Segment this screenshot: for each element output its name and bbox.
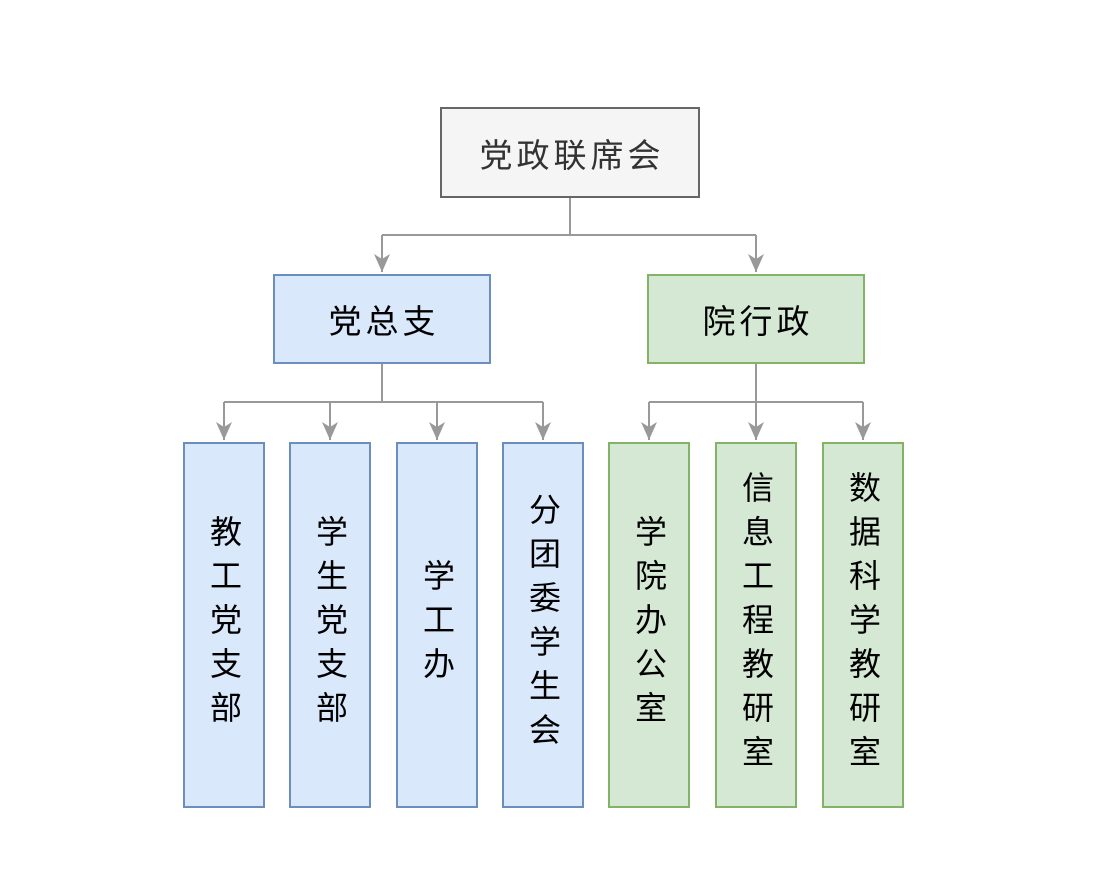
node-college-office-label: 学院办公室 (631, 515, 667, 735)
node-party-general-branch-label: 党总支 (328, 303, 440, 340)
node-party-general-branch: 党总支 (273, 274, 491, 364)
node-student-party-branch: 学生党支部 (289, 442, 371, 808)
node-college-administration-label: 院行政 (702, 303, 814, 340)
node-student-affairs-office-label: 学工办 (419, 559, 455, 691)
node-joint-conference: 党政联席会 (440, 107, 700, 198)
node-student-affairs-office: 学工办 (396, 442, 478, 808)
node-info-engineering-teaching-office-label: 信息工程教研室 (738, 471, 774, 779)
node-youth-league-student-union-label: 分团委学生会 (525, 493, 561, 757)
node-college-administration: 院行政 (647, 274, 865, 364)
node-college-office: 学院办公室 (608, 442, 690, 808)
node-faculty-party-branch: 教工党支部 (183, 442, 265, 808)
node-faculty-party-branch-label: 教工党支部 (206, 515, 242, 735)
node-youth-league-student-union: 分团委学生会 (502, 442, 584, 808)
connector-group (216, 198, 871, 440)
node-joint-conference-label: 党政联席会 (479, 136, 665, 174)
node-data-science-teaching-office: 数据科学教研室 (822, 442, 904, 808)
node-data-science-teaching-office-label: 数据科学教研室 (845, 471, 881, 779)
node-student-party-branch-label: 学生党支部 (312, 515, 348, 735)
node-info-engineering-teaching-office: 信息工程教研室 (715, 442, 797, 808)
